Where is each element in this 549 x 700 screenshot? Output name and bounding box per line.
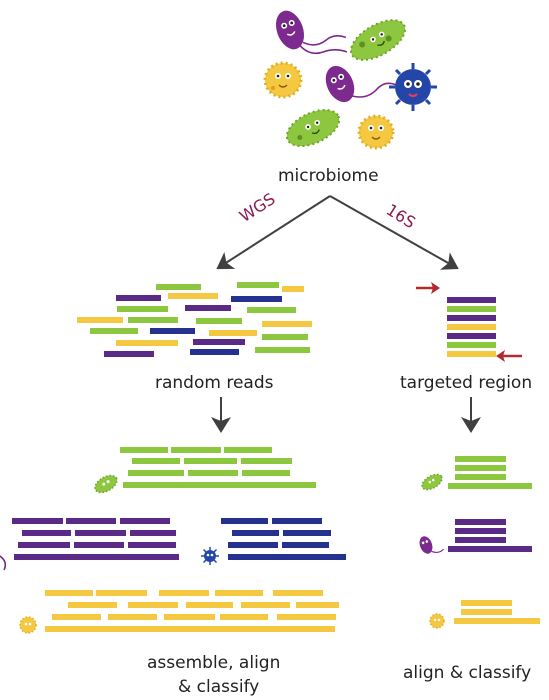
green-bacterium-icon [349,19,407,61]
yellow-bacterium-icon [429,613,445,629]
wgs-arrow [216,195,331,270]
microbe-cluster [263,10,437,150]
aligned-green-stack [448,456,532,489]
aligned-yellow-stack [454,600,540,624]
green-bacterium-icon [285,108,341,148]
wgs-result-label-line2: & classify [178,677,260,697]
yellow-bacterium-icon [263,61,303,99]
purple-bacterium-icon [275,10,348,55]
yellow-bacterium-icon [357,114,395,150]
blue-virus-icon [201,547,219,565]
purple-bacterium-icon [325,65,396,103]
wgs-result-label-line1: assemble, align [147,653,281,673]
16s-result-label: align & classify [403,663,532,683]
targeted-region [416,282,522,362]
random-reads [77,282,312,357]
aligned-purple-stack [448,519,532,552]
random-reads-label: random reads [155,373,274,393]
green-bacterium-icon [421,473,443,491]
assembled-yellow-contig [45,590,339,632]
microbiome-label: microbiome [278,166,379,186]
purple-flagella-icon [0,555,7,571]
split-arrows [216,195,459,270]
purple-bacterium-icon [419,536,444,554]
yellow-bacterium-icon [19,616,37,634]
assembled-purple-contig [12,518,179,560]
assembled-navy-contig [221,518,346,560]
targeted-region-label: targeted region [400,373,533,393]
16s-arrow [329,195,459,270]
blue-virus-icon [389,63,437,111]
assembled-green-contig [120,447,316,488]
green-bacterium-icon [94,474,118,494]
